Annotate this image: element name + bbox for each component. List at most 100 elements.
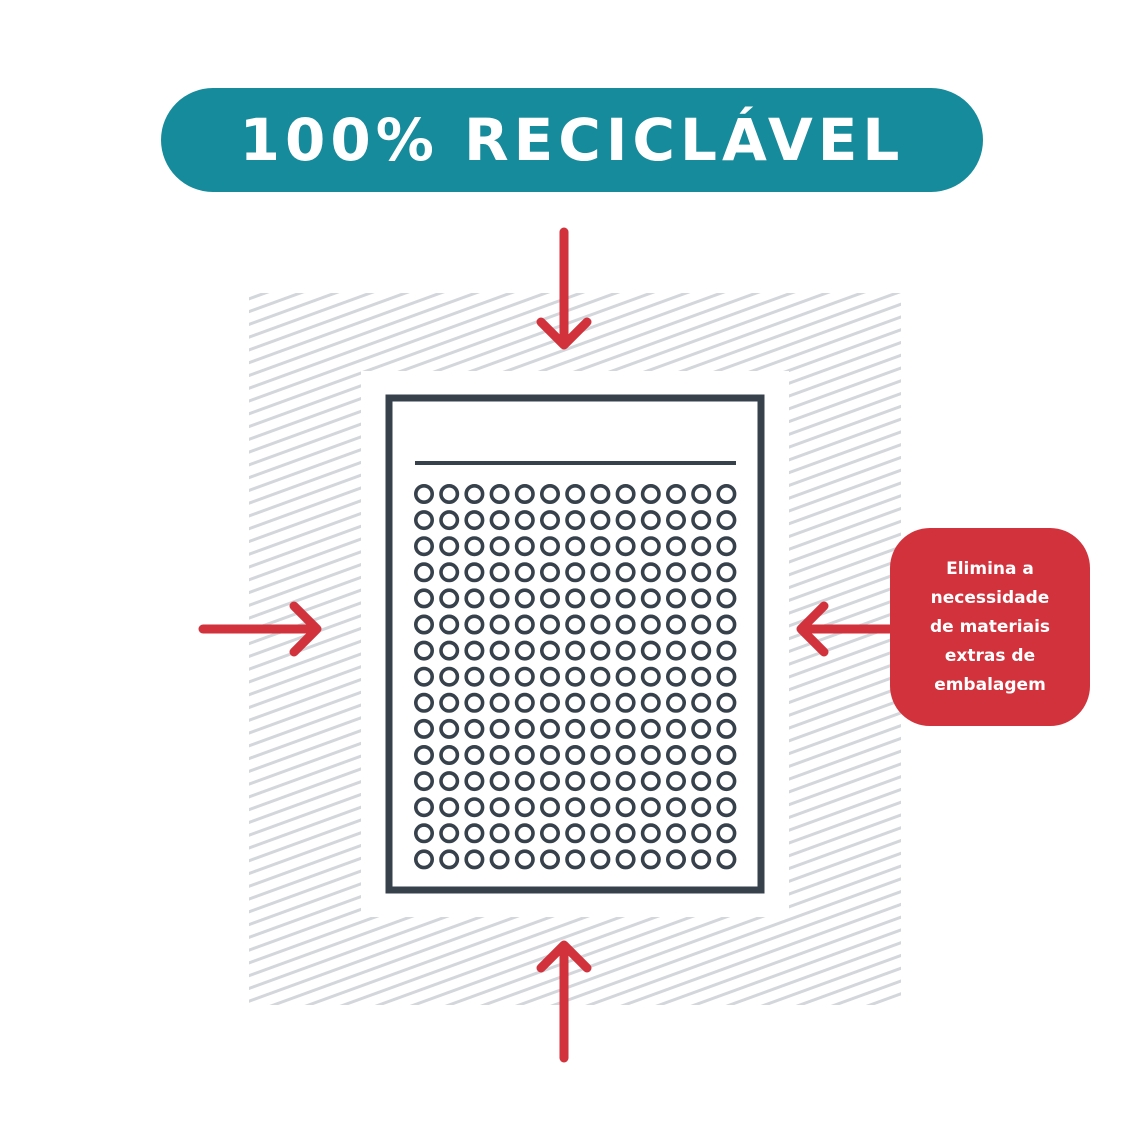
bubble [439,614,460,635]
bubble [565,614,586,635]
bubble [439,536,460,557]
bubble [439,483,460,504]
bubble [640,771,661,792]
bubble [691,640,712,661]
bubble [489,510,510,531]
bubble [539,483,560,504]
bubble [464,536,485,557]
bubble [464,640,485,661]
bubble [413,562,434,583]
bubble [716,666,737,687]
bubble [615,614,636,635]
bubble [565,640,586,661]
bubble [439,510,460,531]
bubble [464,614,485,635]
bubble [539,849,560,870]
bubble [413,510,434,531]
bubble [640,692,661,713]
bubble [539,692,560,713]
bubble [439,797,460,818]
bubble [464,588,485,609]
bubble [439,692,460,713]
bubble [716,744,737,765]
bubble [464,849,485,870]
bubble [665,536,686,557]
bubble [615,510,636,531]
bubble [640,536,661,557]
bubble [464,510,485,531]
bubble [464,823,485,844]
bubble [439,849,460,870]
bubble [665,510,686,531]
bubble [539,640,560,661]
bubble [691,666,712,687]
arrow-left-icon [796,601,895,657]
bubble [413,483,434,504]
bubble [565,849,586,870]
bubble [665,588,686,609]
callout-line: embalagem [934,674,1046,695]
bubble [413,692,434,713]
bubble [539,718,560,739]
bubble [590,562,611,583]
bubble [716,510,737,531]
bubble [464,692,485,713]
bubble [539,562,560,583]
bubble [413,666,434,687]
bubble [640,823,661,844]
bubble [640,849,661,870]
bubble [514,692,535,713]
arrow-up-icon [536,940,592,1063]
bubble [514,536,535,557]
bubble [615,797,636,818]
bubble [716,640,737,661]
bubble [691,744,712,765]
bubble [665,744,686,765]
bubble [590,483,611,504]
bubble [514,510,535,531]
bubble [489,483,510,504]
bubble [615,640,636,661]
bubble [464,483,485,504]
bubble [464,562,485,583]
bubble [565,588,586,609]
bubble [615,562,636,583]
bubble [489,588,510,609]
bubble [615,771,636,792]
bubble [615,483,636,504]
bubble [640,744,661,765]
bubble [716,771,737,792]
bubble [489,666,510,687]
arrow-down-icon [536,227,592,350]
bubble [439,718,460,739]
bubble [615,849,636,870]
title-text: 100% RECICLÁVEL [239,106,905,174]
bubble [539,510,560,531]
bubble [464,771,485,792]
bubble [413,744,434,765]
bubble-grid [413,483,737,870]
bubble [413,849,434,870]
bubble [439,666,460,687]
bubble [640,588,661,609]
bubble [716,823,737,844]
bubble [539,797,560,818]
bubble [539,823,560,844]
bubble [615,666,636,687]
bubble [565,510,586,531]
callout-line: de materiais [929,616,1051,637]
bubble [691,483,712,504]
bubble [590,692,611,713]
bubble [514,640,535,661]
bubble [565,562,586,583]
bubble [665,718,686,739]
bubble [539,666,560,687]
bubble [539,588,560,609]
bubble [665,483,686,504]
bubble [413,588,434,609]
bubble [615,718,636,739]
bubble [665,771,686,792]
bubble [413,536,434,557]
bubble [590,666,611,687]
